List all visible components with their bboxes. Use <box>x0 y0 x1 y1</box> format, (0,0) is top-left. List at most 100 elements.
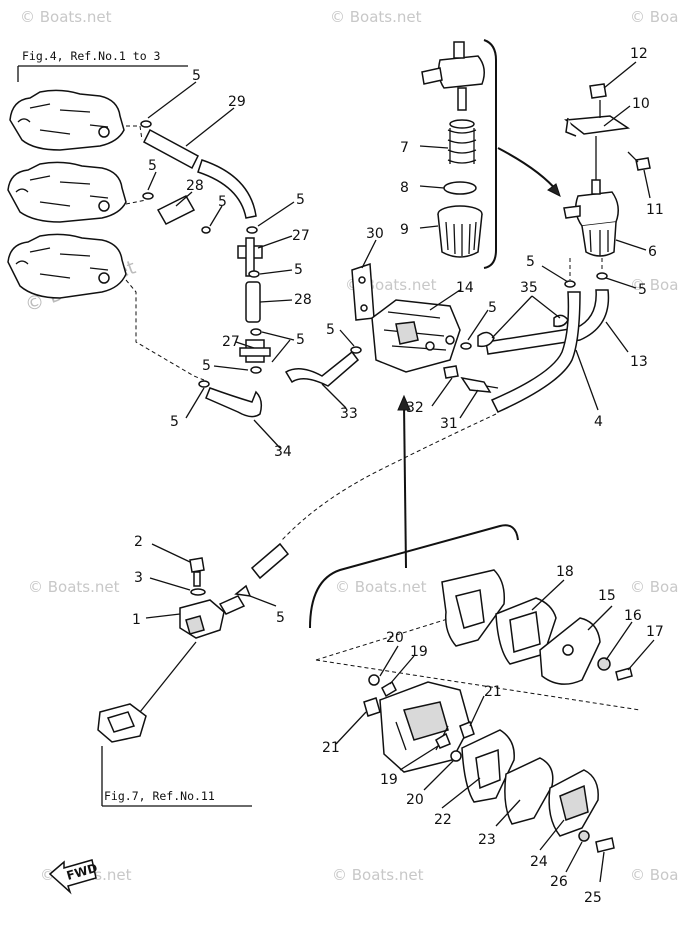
bracket-10 <box>564 115 631 135</box>
o-ring-8 <box>443 181 477 195</box>
clip <box>140 120 152 128</box>
hose-33 <box>284 350 360 387</box>
callout-19: 19 <box>380 772 398 788</box>
callout-31: 31 <box>440 416 458 432</box>
hose-28-lower <box>245 281 261 323</box>
watermarks: © Boats.net © Boats.net © Boats.net © Bo… <box>20 8 678 884</box>
pump-exploded <box>309 524 641 853</box>
carburetor-2 <box>7 161 127 223</box>
clip <box>250 366 262 374</box>
washer-26 <box>578 830 590 842</box>
hose-28-upper <box>156 195 196 225</box>
callout-4: 4 <box>594 414 603 430</box>
diaphragm-23 <box>504 757 554 825</box>
screw-2 <box>189 557 205 573</box>
callout-34: 34 <box>274 444 292 460</box>
callout-30: 30 <box>366 226 384 242</box>
callout-14: 14 <box>456 280 474 296</box>
watermark: © Boats.net <box>630 578 678 596</box>
clip-35 <box>477 331 495 348</box>
leader-lines <box>145 61 655 883</box>
clip <box>198 380 210 388</box>
callout-numbers: 5 29 5 28 5 5 27 5 28 5 27 5 5 34 33 5 3… <box>132 46 664 906</box>
fuel-pump <box>351 262 499 569</box>
callout-2: 2 <box>134 534 143 550</box>
nut-21 <box>363 697 381 717</box>
callout-27: 27 <box>292 228 310 244</box>
carburetor-group: Fig.4, Ref.No.1 to 3 <box>7 49 205 381</box>
callout-5: 5 <box>218 194 227 210</box>
clip <box>596 272 608 280</box>
group-bracket <box>483 39 497 269</box>
callout-10: 10 <box>632 96 650 112</box>
callout-32: 32 <box>406 400 424 416</box>
callout-33: 33 <box>340 406 358 422</box>
filter-cup-9 <box>437 205 483 258</box>
clip <box>246 226 258 234</box>
callout-27: 27 <box>222 334 240 350</box>
joint-group: Fig.7, Ref.No.11 <box>97 557 252 807</box>
callout-13: 13 <box>630 354 648 370</box>
hose-lower <box>250 542 290 580</box>
arrow-head <box>547 183 561 197</box>
washer-16 <box>597 657 611 671</box>
callout-5: 5 <box>488 300 497 316</box>
callout-5: 5 <box>202 358 211 374</box>
clip <box>250 328 262 336</box>
filter-head <box>437 55 485 89</box>
carburetor-3 <box>7 233 127 299</box>
washer-3 <box>190 588 206 596</box>
clip <box>350 346 362 354</box>
watermark: © Boats.net <box>332 866 424 884</box>
watermark: © Boats.net <box>630 276 678 294</box>
callout-5: 5 <box>294 262 303 278</box>
callout-28: 28 <box>294 292 312 308</box>
hose-4 <box>490 291 581 413</box>
watermark: © Boats.net <box>335 578 427 596</box>
clip <box>142 192 154 200</box>
fig4-reference: Fig.4, Ref.No.1 to 3 <box>22 49 161 63</box>
callout-12: 12 <box>630 46 648 62</box>
callout-35: 35 <box>520 280 538 296</box>
hose-29 <box>143 128 199 170</box>
callout-5: 5 <box>148 158 157 174</box>
callout-5: 5 <box>276 610 285 626</box>
callout-5: 5 <box>192 68 201 84</box>
group-bracket <box>309 524 519 629</box>
screw-20 <box>450 750 462 762</box>
watermark: © Boats.net <box>630 866 678 884</box>
clip <box>460 342 472 350</box>
watermark: © Boats.net <box>28 578 120 596</box>
valve-19 <box>435 732 451 749</box>
callout-16: 16 <box>624 608 642 624</box>
watermark: © Boats.net <box>330 8 422 26</box>
callout-5: 5 <box>638 282 647 298</box>
callout-5: 5 <box>296 192 305 208</box>
callout-5: 5 <box>170 414 179 430</box>
valve-19 <box>381 680 397 698</box>
callout-3: 3 <box>134 570 143 586</box>
callout-19: 19 <box>410 644 428 660</box>
callout-26: 26 <box>550 874 568 890</box>
screw-25 <box>595 837 615 853</box>
screw-20 <box>368 674 380 686</box>
clip <box>201 226 211 234</box>
clip <box>234 584 252 597</box>
fuel-filter-6 <box>575 191 619 227</box>
hoses-left <box>140 120 362 418</box>
clip <box>248 270 260 278</box>
arrow-head <box>397 394 411 411</box>
callout-23: 23 <box>478 832 496 848</box>
clip-35 <box>553 314 569 328</box>
callout-7: 7 <box>400 140 409 156</box>
callout-5: 5 <box>296 332 305 348</box>
callout-24: 24 <box>530 854 548 870</box>
screw-17 <box>615 667 633 681</box>
fig7-reference: Fig.7, Ref.No.11 <box>104 789 215 803</box>
hose-34 <box>205 387 263 418</box>
washer-32 <box>443 365 459 379</box>
callout-5: 5 <box>326 322 335 338</box>
callout-18: 18 <box>556 564 574 580</box>
callout-29: 29 <box>228 94 246 110</box>
callout-8: 8 <box>400 180 409 196</box>
